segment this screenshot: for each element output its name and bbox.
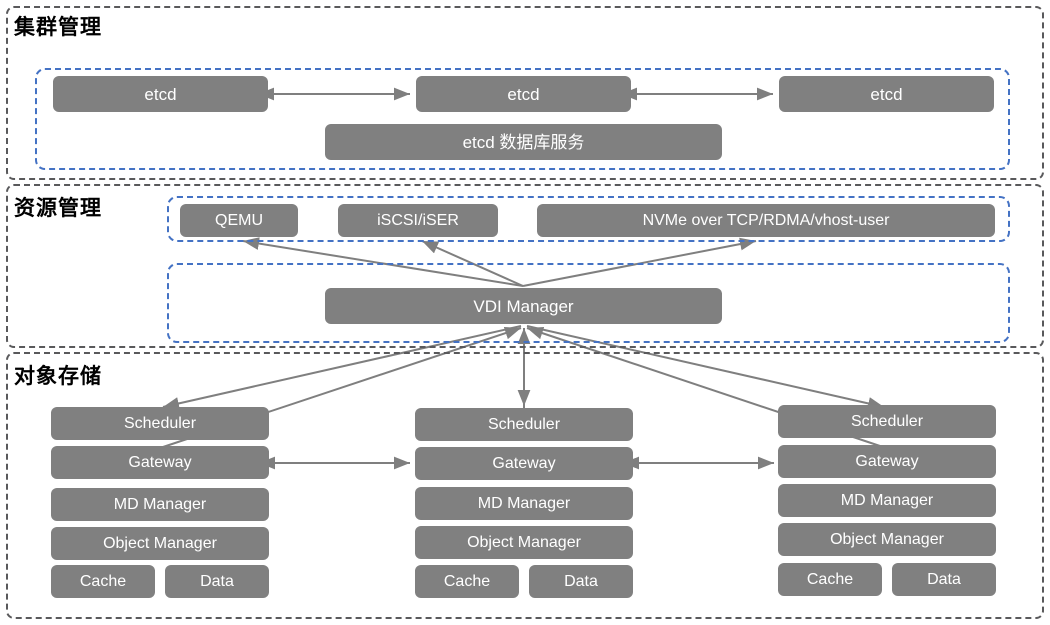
node-etcd-database-service[interactable]: etcd 数据库服务: [325, 124, 722, 160]
node-iscsi-iser[interactable]: iSCSI/iSER: [338, 204, 498, 237]
node-data-middle[interactable]: Data: [529, 565, 633, 598]
section-title-cluster-management: 集群管理: [14, 16, 102, 39]
section-title-object-storage: 对象存储: [14, 365, 102, 388]
node-scheduler-left[interactable]: Scheduler: [51, 407, 269, 440]
node-cache-middle[interactable]: Cache: [415, 565, 519, 598]
protocol-group-container: [167, 196, 1010, 242]
node-etcd-1[interactable]: etcd: [53, 76, 268, 112]
node-md-manager-right[interactable]: MD Manager: [778, 484, 996, 517]
node-gateway-right[interactable]: Gateway: [778, 445, 996, 478]
etcd-group-container: [35, 68, 1010, 170]
vdi-manager-group-container: [167, 263, 1010, 343]
node-vdi-manager[interactable]: VDI Manager: [325, 288, 722, 324]
section-cluster-management: [6, 6, 1044, 180]
node-nvme-over-tcp-rdma-vhost-user[interactable]: NVMe over TCP/RDMA/vhost-user: [537, 204, 995, 237]
node-object-manager-middle[interactable]: Object Manager: [415, 526, 633, 559]
node-etcd-3[interactable]: etcd: [779, 76, 994, 112]
node-scheduler-middle[interactable]: Scheduler: [415, 408, 633, 441]
node-md-manager-left[interactable]: MD Manager: [51, 488, 269, 521]
section-object-storage: [6, 352, 1044, 619]
node-gateway-middle[interactable]: Gateway: [415, 447, 633, 480]
node-md-manager-middle[interactable]: MD Manager: [415, 487, 633, 520]
node-object-manager-right[interactable]: Object Manager: [778, 523, 996, 556]
node-cache-right[interactable]: Cache: [778, 563, 882, 596]
node-scheduler-right[interactable]: Scheduler: [778, 405, 996, 438]
node-data-right[interactable]: Data: [892, 563, 996, 596]
node-object-manager-left[interactable]: Object Manager: [51, 527, 269, 560]
node-cache-left[interactable]: Cache: [51, 565, 155, 598]
node-gateway-left[interactable]: Gateway: [51, 446, 269, 479]
node-etcd-2[interactable]: etcd: [416, 76, 631, 112]
node-data-left[interactable]: Data: [165, 565, 269, 598]
section-resource-management: [6, 184, 1044, 348]
section-title-resource-management: 资源管理: [14, 197, 102, 220]
node-qemu[interactable]: QEMU: [180, 204, 298, 237]
